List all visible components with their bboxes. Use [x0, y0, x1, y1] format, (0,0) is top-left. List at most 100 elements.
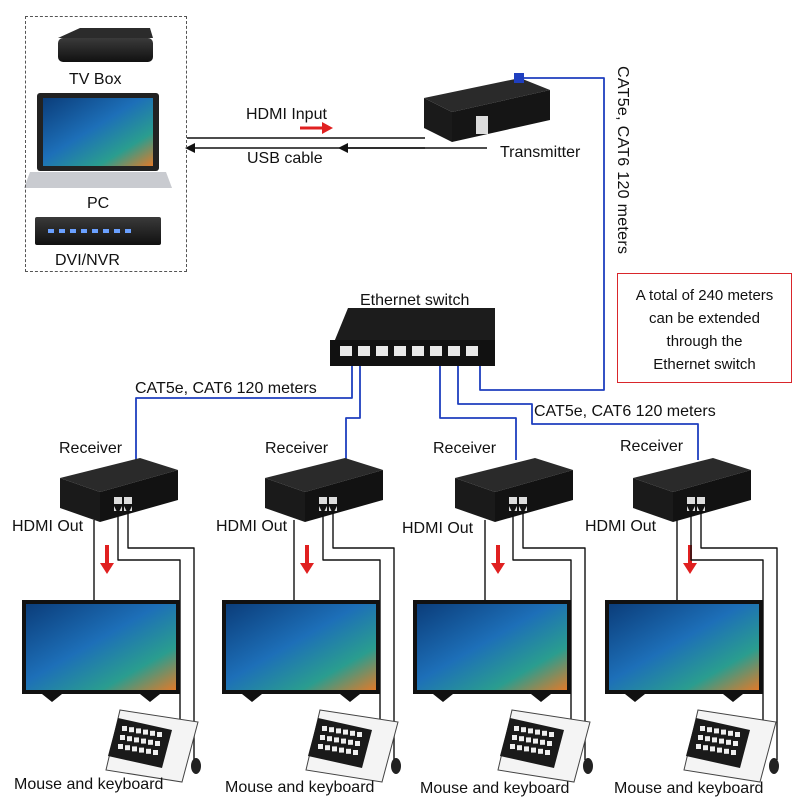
hdmi-out-2-label: HDMI Out — [216, 518, 288, 535]
receiver-2-label: Receiver — [265, 440, 329, 457]
transmitter-front-left — [424, 98, 452, 142]
receiver-2-top — [265, 458, 383, 492]
keyboard-4-key — [728, 730, 733, 736]
keyboard-2-key — [341, 738, 346, 744]
switch-port — [340, 346, 352, 356]
receiver-1-usb-port-b — [124, 497, 132, 511]
keyboard-4-key — [712, 737, 717, 743]
keyboard-1-key — [148, 739, 153, 745]
keyboard-2-key — [320, 735, 325, 740]
keyboard-1-key — [122, 726, 127, 731]
keyboard-1-key — [157, 732, 162, 737]
ethernet-switch-label: Ethernet switch — [360, 292, 470, 309]
dvr-indicator — [59, 229, 65, 233]
hdmi-out-4-label: HDMI Out — [585, 518, 657, 535]
keyboard-3-key — [540, 739, 545, 745]
receiver-2-usb-port-b — [329, 497, 337, 511]
receiver-2-front — [265, 478, 305, 522]
keyboard-3-key — [549, 732, 554, 737]
keyboard-1-key — [136, 728, 141, 734]
receiver-4-usb-port-a — [687, 497, 695, 511]
distance-note-line-2: can be extended — [649, 310, 760, 327]
monitor-4-foot-left — [625, 694, 645, 702]
keyboard-4-key — [719, 738, 724, 744]
cable-to-receiver-1 — [135, 366, 353, 460]
hdmi-out-1-arrow — [105, 545, 109, 563]
keyboard-3-key — [526, 737, 531, 743]
mouse-4 — [769, 758, 779, 774]
keyboard-3-key — [528, 728, 533, 734]
keyboard-4-key — [698, 735, 703, 740]
hdmi-input-arrowhead — [322, 122, 333, 134]
dvr-indicator — [103, 229, 109, 233]
monitor-3-foot-right — [531, 694, 551, 702]
keyboard-4-key — [705, 736, 710, 742]
monitor-4-foot-right — [723, 694, 743, 702]
keyboard-4-key — [700, 726, 705, 731]
receiver-1-top — [60, 458, 178, 492]
vertical-cable-label-wrap: CAT5e, CAT6 120 meters — [611, 60, 631, 270]
receiver-3-top — [455, 458, 573, 492]
dvr-label: DVI/NVR — [55, 252, 120, 269]
cable-to-receiver-2 — [345, 366, 361, 460]
keyboard-4-key — [724, 748, 729, 754]
keyboard-4-key — [717, 747, 722, 753]
transmitter-rj45 — [514, 73, 524, 83]
keyboard-1-key — [134, 737, 139, 743]
switch-port — [376, 346, 388, 356]
keyboard-3-key — [547, 741, 552, 746]
distance-note: A total of 240 meters can be extended th… — [617, 273, 792, 383]
monitor-1-foot-left — [42, 694, 62, 702]
keyboard-4-key — [703, 745, 708, 751]
receiver-4-top — [633, 458, 751, 492]
usb-line-4a — [686, 504, 764, 760]
keyboard-3-key — [531, 747, 536, 753]
distance-note-line-4: Ethernet switch — [653, 356, 756, 373]
hdmi-out-4-arrow — [688, 545, 692, 563]
hdmi-out-3-arrowhead — [491, 563, 505, 574]
monitor-3-foot-left — [433, 694, 453, 702]
keyboard-2-key — [357, 732, 362, 737]
monitor-1-foot-right — [140, 694, 160, 702]
keyboard-4-key — [731, 750, 736, 755]
mouse-1 — [191, 758, 201, 774]
hdmi-out-1-arrowhead — [100, 563, 114, 574]
monitor-2-screen — [226, 604, 376, 690]
keyboard-3-key — [514, 726, 519, 731]
receiver-1-front — [60, 478, 100, 522]
peripherals-4-label: Mouse and keyboard — [614, 780, 764, 797]
monitor-2-foot-right — [340, 694, 360, 702]
keyboard-3-key — [512, 735, 517, 740]
monitor-2-foot-left — [242, 694, 262, 702]
receiver-3-label: Receiver — [433, 440, 497, 457]
keyboard-2-key — [329, 727, 334, 733]
uplink-cable — [479, 77, 605, 391]
source-devices-group — [25, 16, 187, 272]
usb-line-4b — [696, 504, 778, 760]
receiver-4-front — [633, 478, 673, 522]
hdmi-input-label: HDMI Input — [246, 106, 327, 123]
transmitter-usb-port — [476, 116, 488, 134]
usb-line-3b — [518, 504, 586, 760]
monitor-3-screen — [417, 604, 567, 690]
switch-port — [466, 346, 478, 356]
receiver-1-label: Receiver — [59, 440, 123, 457]
peripherals-3-label: Mouse and keyboard — [420, 780, 570, 797]
keyboard-1-key — [150, 730, 155, 736]
transmitter-top — [424, 78, 550, 112]
hdmi-out-3-arrow — [496, 545, 500, 563]
receiver-3-usb-port-a — [509, 497, 517, 511]
usb-line-1a — [113, 504, 181, 760]
keyboard-4-key — [726, 739, 731, 745]
receiver-2-usb-port-a — [319, 497, 327, 511]
usb-line-2b — [328, 504, 395, 760]
keyboard-2-key — [322, 726, 327, 731]
switch-port — [412, 346, 424, 356]
monitor-1-screen — [26, 604, 176, 690]
dvr-indicator — [48, 229, 54, 233]
cable-right-label: CAT5e, CAT6 120 meters — [534, 403, 716, 420]
keyboard-3-key — [533, 738, 538, 744]
hdmi-out-1-label: HDMI Out — [12, 518, 84, 535]
hdmi-out-2-arrowhead — [300, 563, 314, 574]
